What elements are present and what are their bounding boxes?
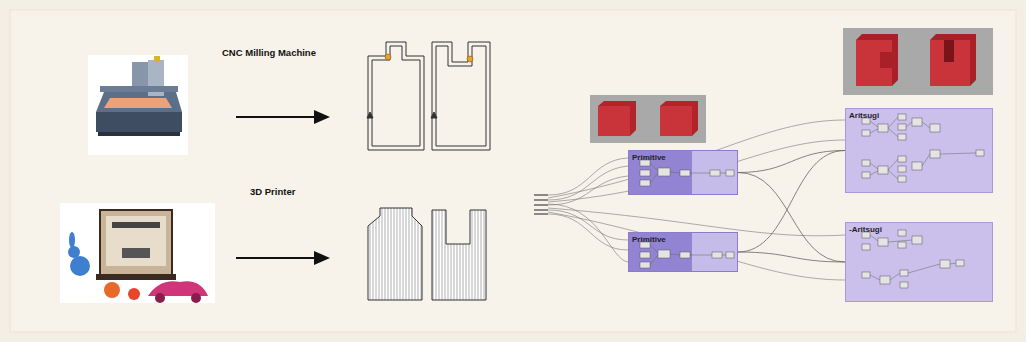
input-param xyxy=(534,195,548,214)
group-heading: Aritsugi xyxy=(849,111,879,120)
group-heading: -Aritsugi xyxy=(849,225,882,234)
panel xyxy=(10,10,1016,332)
component-group: Primitive xyxy=(628,232,738,272)
process-arrow xyxy=(236,257,318,259)
group-heading: Primitive xyxy=(632,153,666,162)
render-preview xyxy=(590,95,706,143)
process-label: CNC Milling Machine xyxy=(222,47,316,58)
render-preview xyxy=(843,28,993,95)
wire xyxy=(738,151,845,253)
process-label: 3D Printer xyxy=(250,186,295,197)
print-layers xyxy=(368,208,422,300)
component-group: Aritsugi xyxy=(845,108,993,193)
process-arrow xyxy=(236,116,318,118)
component-group: Primitive xyxy=(628,150,738,195)
input-wire xyxy=(548,120,845,280)
wire xyxy=(738,252,845,262)
tool-point xyxy=(467,56,473,62)
component-group: -Aritsugi xyxy=(845,222,993,302)
print-layers xyxy=(432,210,486,300)
tool-point xyxy=(385,54,391,60)
cnc-toolpath xyxy=(367,42,490,150)
3d-printer-photo xyxy=(60,203,215,303)
cnc-machine-photo xyxy=(88,55,188,155)
group-heading: Primitive xyxy=(632,235,666,244)
arrow-head xyxy=(314,251,330,265)
arrow-head xyxy=(314,110,330,124)
